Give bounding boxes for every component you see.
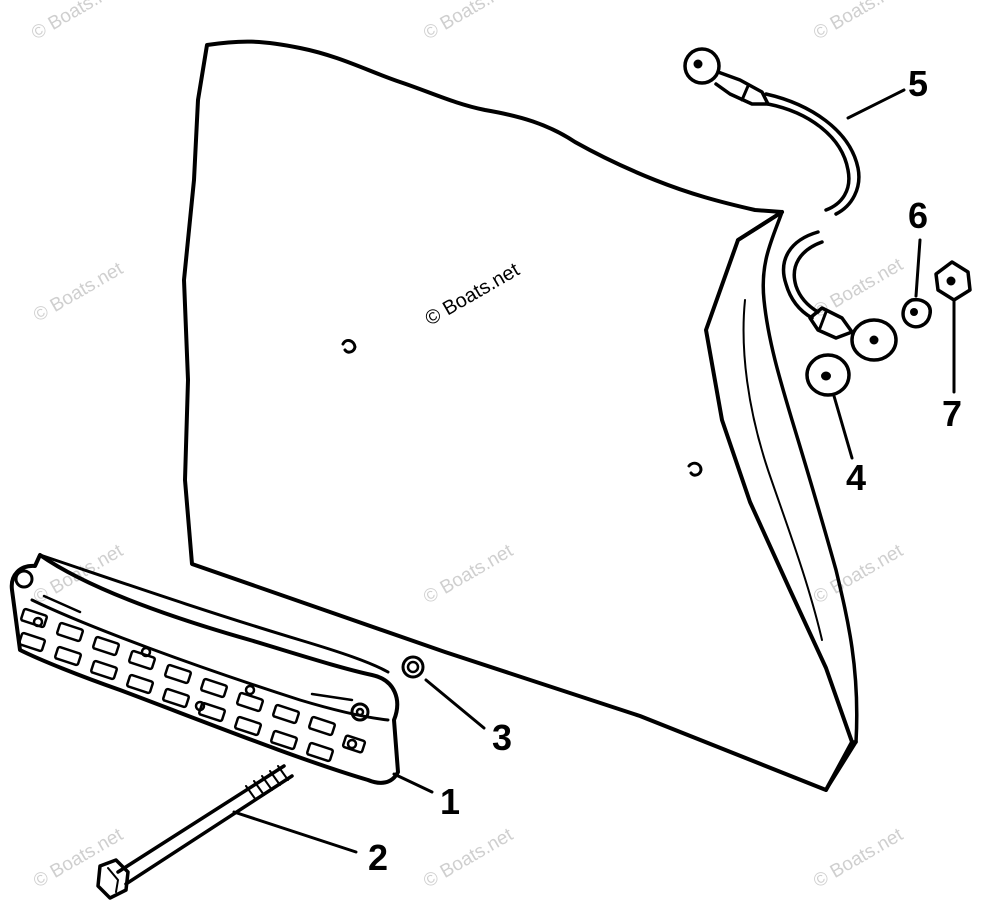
watermark: © Boats.net — [30, 258, 127, 326]
watermark: © Boats.net — [420, 540, 517, 608]
callout-2: 2 — [368, 837, 388, 878]
part-2-bolt — [96, 764, 294, 900]
part-1-bracket — [9, 553, 400, 785]
leader-lines — [232, 88, 956, 854]
part-7-hexnut — [934, 260, 972, 302]
watermark: © Boats.net — [420, 0, 517, 44]
callout-labels: 1 2 3 4 5 6 7 — [368, 63, 962, 878]
watermark-layer: © Boats.net © Boats.net © Boats.net © Bo… — [28, 0, 907, 892]
callout-7: 7 — [942, 393, 962, 434]
watermark: © Boats.net — [30, 824, 127, 892]
watermark: © Boats.net — [810, 0, 907, 44]
callout-4: 4 — [846, 457, 866, 498]
part-5-ground-strap — [683, 47, 898, 362]
center-watermark: © Boats.net — [422, 259, 524, 331]
part-6-lockwasher — [901, 297, 932, 329]
watermark: © Boats.net — [420, 824, 517, 892]
watermark: © Boats.net — [30, 540, 127, 608]
watermark: © Boats.net — [810, 824, 907, 892]
callout-1: 1 — [440, 781, 460, 822]
callout-3: 3 — [492, 717, 512, 758]
callout-5: 5 — [908, 63, 928, 104]
transom-board — [182, 39, 859, 792]
part-4-washer — [805, 353, 851, 397]
callout-6: 6 — [908, 195, 928, 236]
watermark: © Boats.net — [810, 540, 907, 608]
watermark: © Boats.net — [28, 0, 125, 44]
